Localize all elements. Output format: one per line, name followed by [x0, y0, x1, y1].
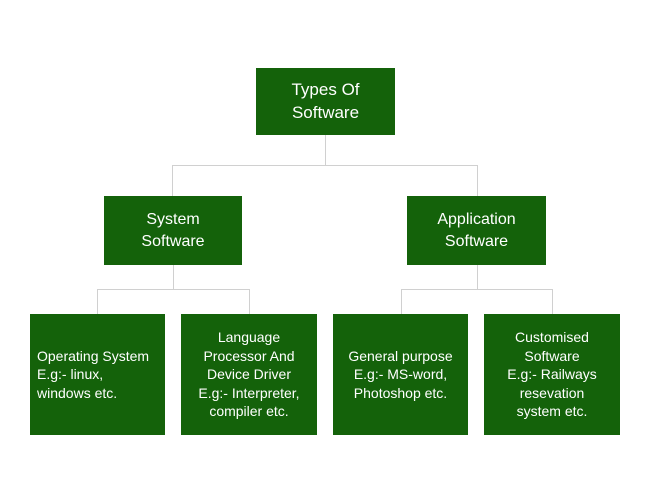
connector-level2-bar [172, 165, 478, 166]
connector-language-processor-drop [249, 289, 250, 314]
node-application-software: Application Software [407, 196, 546, 265]
node-system-software-label: System Software [141, 211, 205, 250]
node-types-of-software-label: Types Of Software [291, 80, 360, 122]
connector-os-drop [97, 289, 98, 314]
node-system-software: System Software [104, 196, 242, 265]
node-application-software-label: Application Software [437, 211, 516, 250]
node-general-purpose: General purpose E.g:- MS-word, Photoshop… [333, 314, 468, 435]
node-language-processor-device-driver-label: Language Processor And Device Driver E.g… [198, 329, 300, 420]
connector-system-drop [172, 165, 173, 196]
node-operating-system: Operating System E.g:- linux, windows et… [30, 314, 165, 435]
connector-general-purpose-drop [401, 289, 402, 314]
node-general-purpose-label: General purpose E.g:- MS-word, Photoshop… [348, 347, 453, 401]
node-operating-system-label: Operating System E.g:- linux, windows et… [37, 347, 150, 401]
connector-system-bar [97, 289, 250, 290]
node-language-processor-device-driver: Language Processor And Device Driver E.g… [181, 314, 317, 435]
connector-application-bar [401, 289, 553, 290]
connector-application-drop [477, 165, 478, 196]
node-customised-software-label: Customised Software E.g:- Railways resev… [507, 329, 597, 420]
node-customised-software: Customised Software E.g:- Railways resev… [484, 314, 620, 435]
connector-root-stem [325, 135, 326, 166]
connector-application-stem [477, 265, 478, 290]
node-types-of-software: Types Of Software [256, 68, 395, 135]
connector-customised-drop [552, 289, 553, 314]
connector-system-stem [173, 265, 174, 290]
